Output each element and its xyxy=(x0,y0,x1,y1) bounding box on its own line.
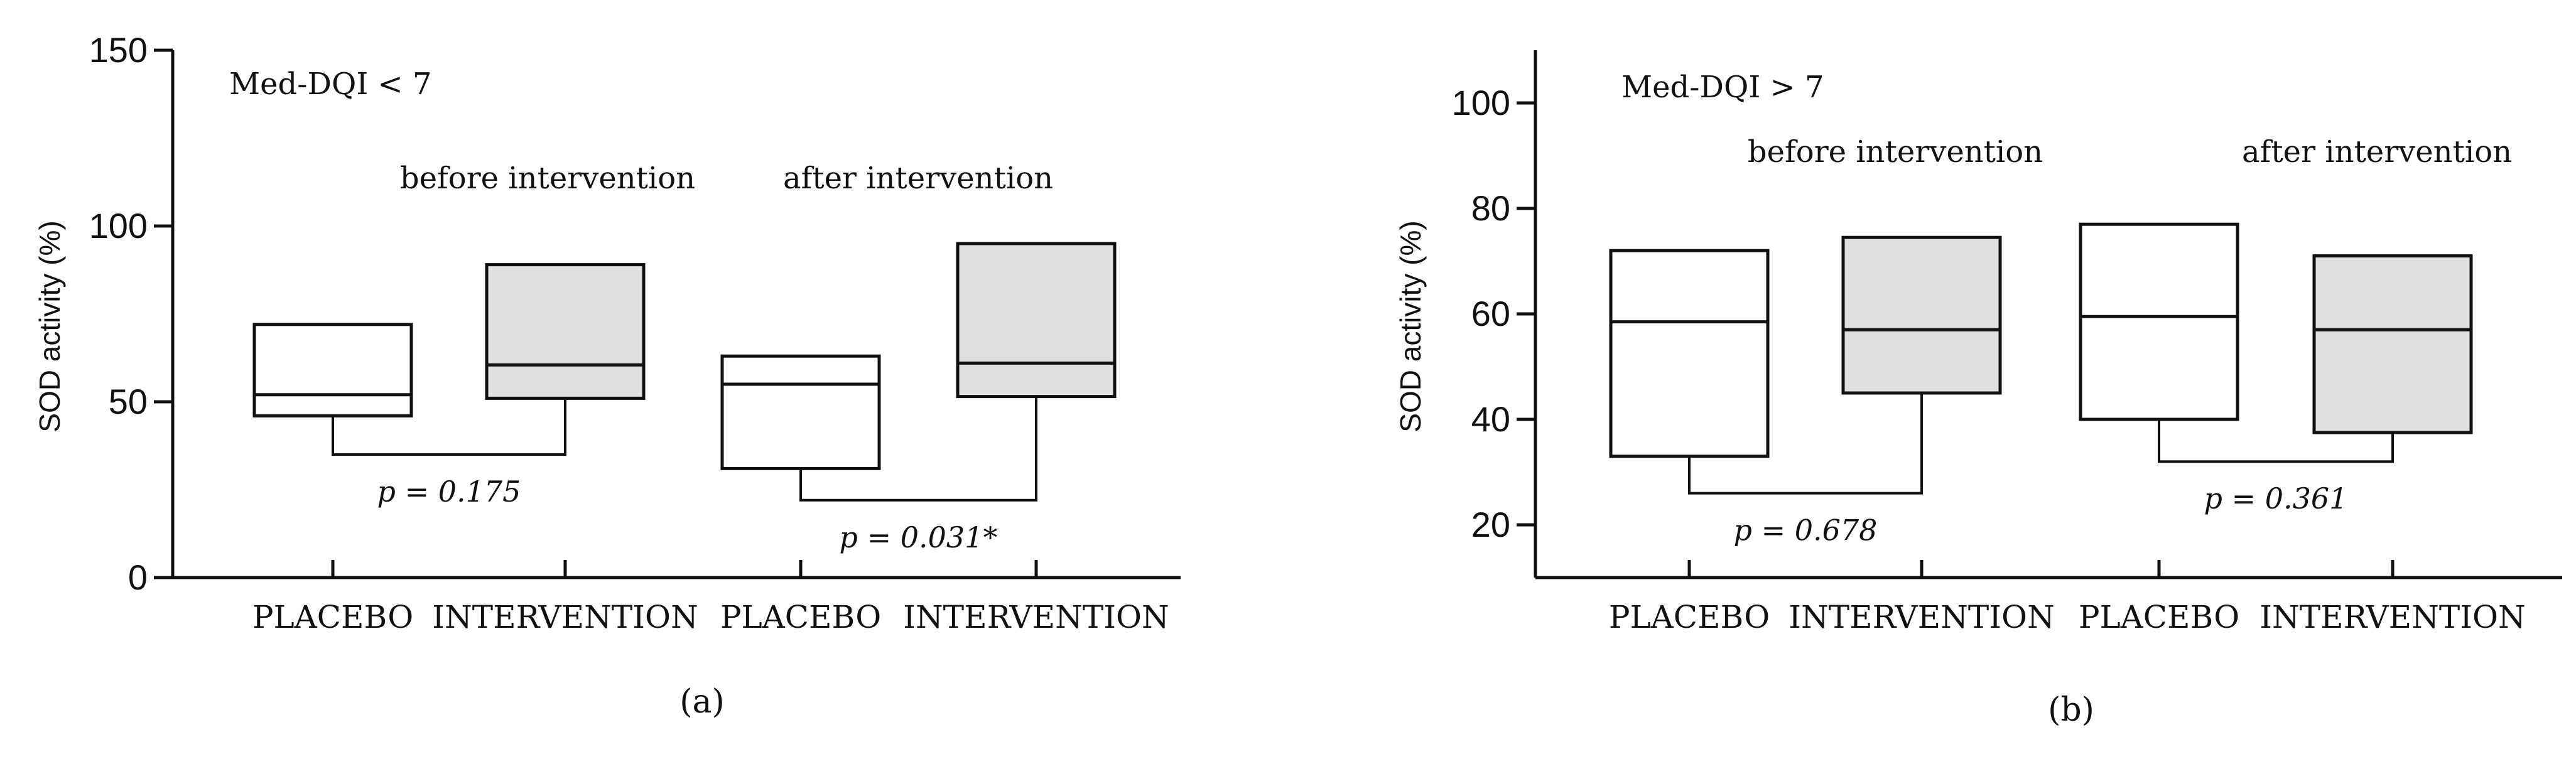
y-tick-label: 150 xyxy=(89,30,148,70)
panel-label: (a) xyxy=(679,683,725,721)
y-tick-label: 100 xyxy=(89,206,148,245)
y-tick-label: 40 xyxy=(1471,399,1510,439)
y-tick-label: 60 xyxy=(1471,294,1510,333)
y-axis-label: SOD activity (%) xyxy=(1394,220,1427,432)
y-tick-label: 50 xyxy=(109,382,148,421)
x-tick-label: INTERVENTION xyxy=(432,599,698,635)
comparison-bracket xyxy=(332,398,566,456)
x-tick-label: INTERVENTION xyxy=(2259,599,2525,635)
box-intervention xyxy=(1841,235,2002,395)
box-placebo xyxy=(1609,249,1770,458)
y-tick-label: 100 xyxy=(1452,83,1510,122)
y-tick-label: 80 xyxy=(1471,188,1510,228)
group-heading: before intervention xyxy=(400,161,695,196)
y-axis-label: SOD activity (%) xyxy=(33,220,66,432)
box-intervention xyxy=(956,242,1117,399)
y-tick-label: 20 xyxy=(1471,505,1510,544)
box-placebo xyxy=(2079,222,2239,421)
y-tick-label: 0 xyxy=(128,557,148,597)
box-placebo xyxy=(252,323,413,417)
subset-annotation: Med-DQI < 7 xyxy=(229,67,432,102)
p-value-label: p = 0.175 xyxy=(377,475,521,509)
comparison-bracket xyxy=(799,396,1037,502)
group-heading: after intervention xyxy=(2242,134,2512,170)
box-intervention xyxy=(485,263,646,400)
x-tick-label: PLACEBO xyxy=(2079,599,2239,635)
comparison-bracket xyxy=(1688,393,1923,495)
p-value-label: p = 0.031* xyxy=(840,520,998,554)
box-placebo xyxy=(720,354,881,470)
x-tick-label: INTERVENTION xyxy=(903,599,1169,635)
p-value-label: p = 0.678 xyxy=(1734,514,1878,547)
group-heading: before intervention xyxy=(1748,134,2043,170)
subset-annotation: Med-DQI > 7 xyxy=(1621,70,1824,105)
x-tick-label: INTERVENTION xyxy=(1789,599,2054,635)
x-tick-label: PLACEBO xyxy=(252,599,413,635)
box-intervention xyxy=(2312,254,2473,434)
comparison-bracket xyxy=(2158,419,2394,463)
panel-label: (b) xyxy=(2048,691,2094,729)
group-heading: after intervention xyxy=(783,161,1053,196)
p-value-label: p = 0.361 xyxy=(2204,482,2348,515)
x-tick-label: PLACEBO xyxy=(1609,599,1770,635)
x-tick-label: PLACEBO xyxy=(720,599,881,635)
